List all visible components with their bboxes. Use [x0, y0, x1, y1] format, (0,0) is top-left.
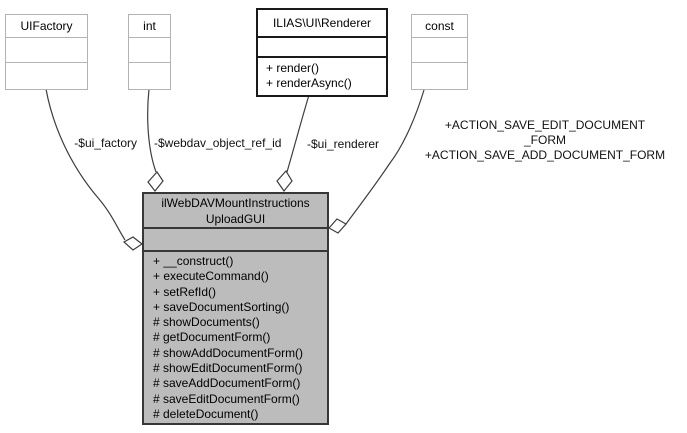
class-title-line: ilWebDAVMountInstructions: [161, 195, 310, 210]
method-label: # saveAddDocumentForm(): [153, 376, 301, 391]
method-label: # saveEditDocumentForm(): [153, 391, 300, 406]
class-node-int[interactable]: int: [128, 14, 171, 90]
method-label: + renderAsync(): [266, 76, 352, 90]
method-label: # showDocuments(): [153, 315, 260, 330]
attributes-compartment: [144, 229, 327, 252]
edge-label-ui-factory: -$ui_factory: [74, 136, 137, 150]
edge-label-ui-renderer: -$ui_renderer: [307, 137, 380, 151]
attributes-compartment: [6, 38, 87, 63]
aggregation-diamond-ui-factory: [122, 236, 144, 251]
attributes-compartment: [129, 38, 170, 63]
method-label: # deleteDocument(): [153, 406, 259, 421]
method-label: + saveDocumentSorting(): [153, 299, 290, 314]
class-title-line: UploadGUI: [205, 211, 266, 226]
edge-webdav-object-ref-id: [147, 88, 157, 173]
class-title: const: [412, 15, 467, 38]
methods-compartment: + render()+ renderAsync(): [258, 58, 386, 91]
edge-ui-renderer: [286, 94, 310, 173]
edge-label-webdav-object-ref-id: -$webdav_object_ref_id: [154, 136, 282, 150]
edge-label-const-actions: +ACTION_SAVE_EDIT_DOCUMENT_FORM+ACTION_S…: [406, 118, 684, 163]
class-title: ILIAS\UI\Renderer: [258, 10, 386, 38]
method-label: + setRefId(): [153, 284, 217, 299]
edge-ui-factory: [45, 88, 126, 241]
methods-compartment: + __construct()+ executeCommand()+ setRe…: [144, 252, 327, 422]
class-title: UIFactory: [6, 15, 87, 38]
edge-label-line: +ACTION_SAVE_ADD_DOCUMENT_FORM: [424, 148, 666, 162]
class-node-const[interactable]: const: [411, 14, 468, 90]
method-label: # showEditDocumentForm(): [153, 361, 303, 376]
edge-label-line: +ACTION_SAVE_EDIT_DOCUMENT: [444, 118, 646, 132]
aggregation-diamond-ui-renderer: [276, 169, 293, 193]
attributes-compartment: [412, 38, 467, 63]
edge-label-line: _FORM: [524, 133, 566, 147]
method-label: # showAddDocumentForm(): [153, 345, 304, 360]
class-node-uifactory[interactable]: UIFactory: [5, 14, 88, 90]
class-title: int: [129, 15, 170, 38]
method-label: + render(): [266, 61, 320, 75]
aggregation-diamond-webdav: [147, 171, 164, 192]
method-label: + __construct(): [153, 254, 234, 268]
attributes-compartment: [258, 38, 386, 58]
aggregation-diamond-const: [328, 218, 347, 234]
method-label: + executeCommand(): [153, 269, 269, 284]
method-label: # getDocumentForm(): [153, 330, 271, 345]
class-node-ilias-ui-renderer[interactable]: ILIAS\UI\Renderer + render()+ renderAsyn…: [256, 8, 388, 97]
